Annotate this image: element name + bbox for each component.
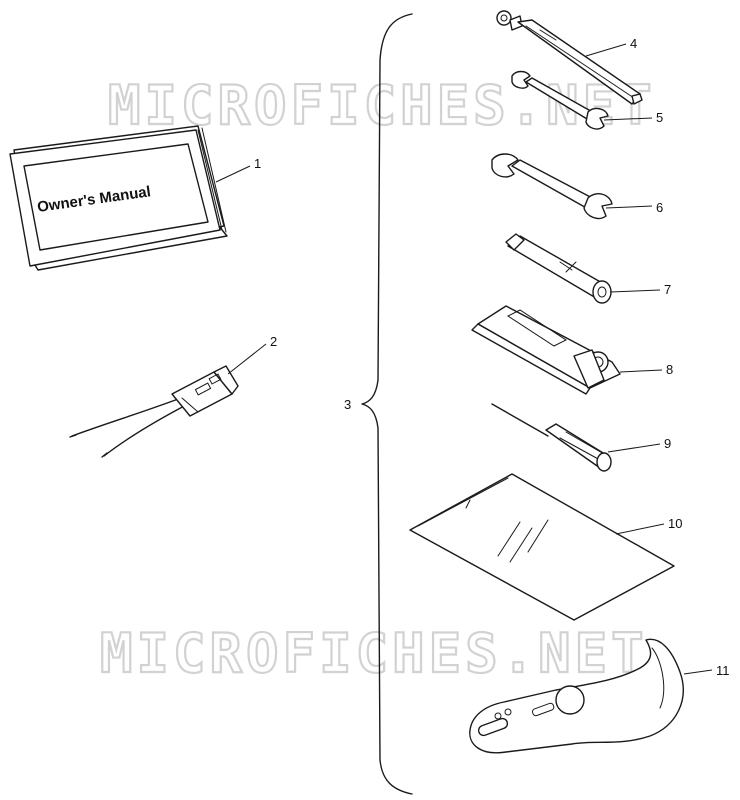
callout-1: 1: [254, 156, 261, 171]
wiring-lead-connector-icon[interactable]: [69, 365, 239, 458]
callout-5: 5: [656, 110, 663, 125]
plastic-bag-icon[interactable]: [409, 473, 675, 621]
screwdriver-icon[interactable]: [491, 403, 612, 472]
callout-10: 10: [668, 516, 682, 531]
tool-holder-icon[interactable]: [471, 305, 621, 395]
small-wrench-icon[interactable]: [511, 70, 609, 130]
large-wrench-icon[interactable]: [491, 153, 613, 220]
callout-4: 4: [630, 36, 637, 51]
callout-11: 11: [716, 663, 730, 678]
watermark-bottom: MICROFICHES.NET: [100, 622, 648, 685]
callout-9: 9: [664, 436, 671, 451]
callout-8: 8: [666, 362, 673, 377]
owners-manual-book-icon[interactable]: Owner's Manual: [9, 125, 228, 271]
socket-icon[interactable]: [505, 233, 612, 304]
bracket-icon[interactable]: [469, 638, 684, 754]
callout-3: 3: [344, 397, 351, 412]
callout-2: 2: [270, 334, 277, 349]
callout-7: 7: [664, 282, 671, 297]
tire-gauge-icon[interactable]: [496, 10, 643, 105]
callout-6: 6: [656, 200, 663, 215]
tool-kit-brace: [361, 13, 413, 795]
